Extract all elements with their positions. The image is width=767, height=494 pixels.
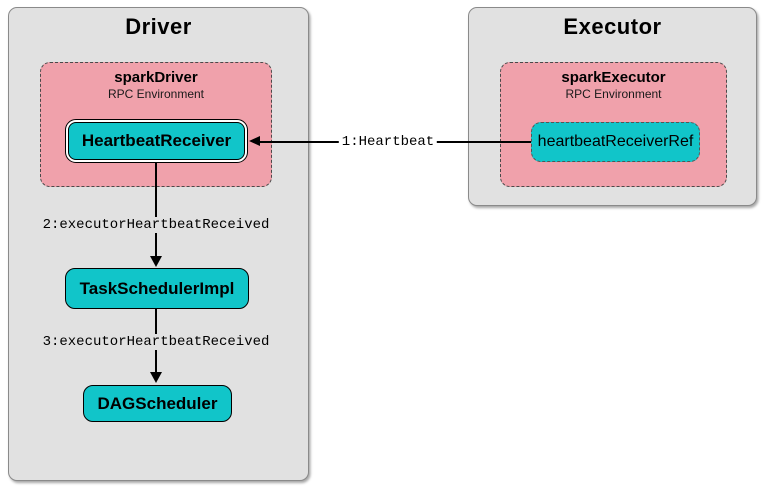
node-heartbeat-receiver-ref: heartbeatReceiverRef [531, 122, 700, 162]
executor-rpc-subtitle: RPC Environment [565, 87, 662, 101]
driver-rpc-name: sparkDriver [114, 69, 198, 86]
driver-title: Driver [125, 14, 192, 39]
node-heartbeat-receiver-label: HeartbeatReceiver [68, 122, 245, 160]
executor-rpc-name: sparkExecutor [561, 69, 666, 86]
edge-label-executor-heartbeat-received-2: 2:executorHeartbeatReceived [39, 217, 273, 233]
arrowhead-down-taskscheduler [150, 256, 162, 267]
edge-label-heartbeat: 1:Heartbeat [338, 134, 438, 150]
arrowhead-left-heartbeat-receiver [249, 136, 260, 146]
executor-title: Executor [563, 14, 662, 39]
edge-label-executor-heartbeat-received-3: 3:executorHeartbeatReceived [39, 334, 273, 350]
arrowhead-down-dagscheduler [150, 372, 162, 383]
edge-line-heartbeat-to-taskscheduler [155, 163, 157, 257]
node-heartbeat-receiver: HeartbeatReceiver [65, 119, 248, 163]
driver-rpc-subtitle: RPC Environment [107, 87, 205, 101]
node-dag-scheduler: DAGScheduler [83, 385, 232, 422]
node-task-scheduler-impl: TaskSchedulerImpl [65, 268, 249, 309]
